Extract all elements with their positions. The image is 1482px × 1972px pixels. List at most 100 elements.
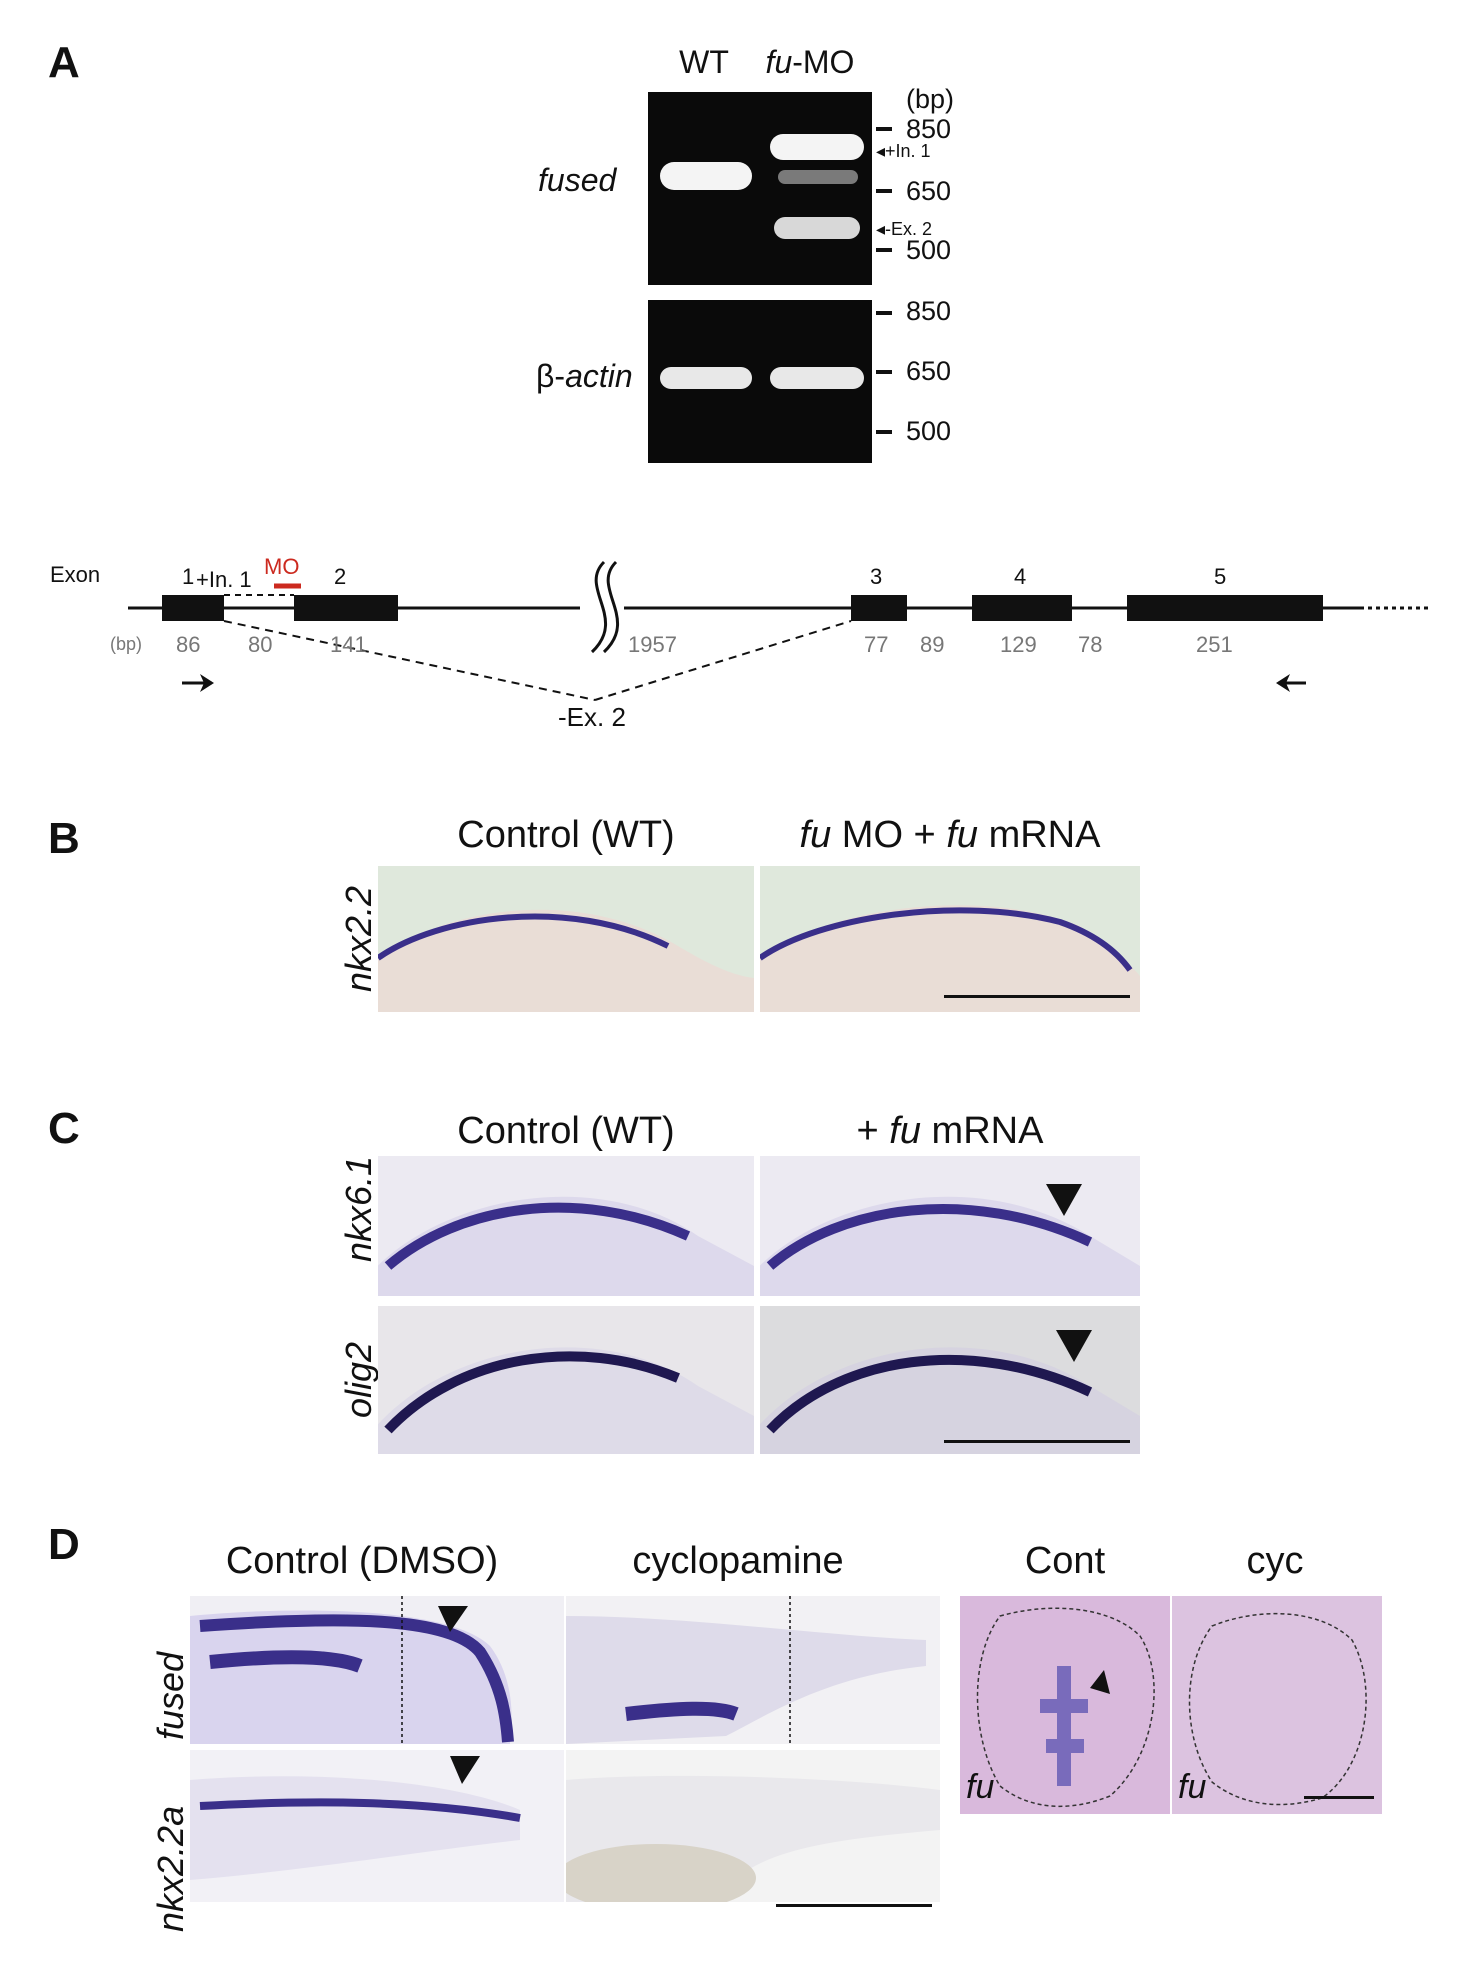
marker-500-top: 500 xyxy=(906,235,952,265)
embryo-body xyxy=(190,1610,512,1744)
embryo-body xyxy=(190,1776,520,1880)
arrowhead-icon xyxy=(1046,1184,1082,1216)
arrowhead-icon xyxy=(1090,1670,1110,1694)
section-image-cont: fu xyxy=(960,1596,1170,1814)
stain-gut xyxy=(209,1650,363,1673)
band-mo-actin xyxy=(770,367,864,389)
gene-actin-label: β-actin xyxy=(536,358,633,394)
stain-stripe xyxy=(199,1798,521,1822)
ex2-skip-dash-right xyxy=(594,620,852,701)
band-wt-actin xyxy=(660,367,752,389)
band-mo-in1 xyxy=(770,134,864,160)
band-mo-faint xyxy=(778,170,858,184)
band-wt-fused xyxy=(660,162,752,190)
section-image-cyc: fu xyxy=(1172,1596,1382,1814)
arrowhead-icon xyxy=(1056,1330,1092,1362)
section-outline xyxy=(976,1607,1155,1808)
gene-structure-diagram xyxy=(128,560,1430,701)
stain-stripe xyxy=(378,913,670,961)
panel-letter-c: C xyxy=(48,1104,80,1153)
band-ex2-label: ◂-Ex. 2 xyxy=(876,219,933,239)
mo-label: MO xyxy=(264,554,300,579)
size-label: 78 xyxy=(1078,632,1103,657)
section-outline xyxy=(1188,1612,1367,1806)
embryo-image-b-control xyxy=(378,866,754,1012)
band-in1-label: ◂+In. 1 xyxy=(876,141,931,161)
size-label: 80 xyxy=(248,632,273,657)
embryo-image-c-nkx61-control xyxy=(378,1156,754,1296)
gene-fused-label: fused xyxy=(538,162,617,198)
panel-b-col1-header: Control (WT) xyxy=(457,814,675,856)
break-symbol xyxy=(590,560,608,654)
scale-bar-c xyxy=(944,1440,1130,1443)
exon-word: Exon xyxy=(50,562,101,587)
scale-bar-d xyxy=(776,1904,932,1907)
exon-number-3: 3 xyxy=(870,564,883,589)
stain-stripe xyxy=(766,1354,1093,1434)
embryo-body xyxy=(760,905,1140,1012)
row-label-fused: fused xyxy=(150,1651,191,1740)
lane-mo-label: fu-MO xyxy=(765,44,855,80)
exon-4-box xyxy=(972,595,1072,621)
panel-b-col2-header: fu MO + fu mRNA xyxy=(799,814,1101,856)
marker-850-top: 850 xyxy=(906,114,952,144)
exon-2-box xyxy=(294,595,398,621)
gel-fused xyxy=(648,92,872,285)
embryo-image-c-olig2-control xyxy=(378,1306,754,1454)
embryo-image-d-nkx22a-cyc xyxy=(566,1750,940,1902)
in1-label: +In. 1 xyxy=(196,567,252,592)
ex2-skip-dash-left xyxy=(223,620,596,701)
band-mo-ex2 xyxy=(774,217,860,239)
forward-primer-arrow xyxy=(200,674,214,692)
marker-tick xyxy=(876,311,892,315)
marker-tick xyxy=(876,248,892,252)
stain-stripe xyxy=(384,1351,680,1434)
marker-850-bottom: 850 xyxy=(906,296,952,326)
embryo-body xyxy=(378,909,754,1012)
embryo-image-d-fused-cyc xyxy=(566,1596,940,1744)
section-label-fu: fu xyxy=(966,1768,995,1806)
ex2-label: -Ex. 2 xyxy=(558,702,626,732)
panel-d-col4-header: cyc xyxy=(1246,1540,1304,1582)
size-label: 1957 xyxy=(628,632,677,657)
lane-wt-label: WT xyxy=(679,44,729,80)
section-label-fu: fu xyxy=(1178,1768,1207,1806)
reverse-primer-arrow xyxy=(1276,674,1290,692)
row-label-olig2: olig2 xyxy=(338,1341,379,1418)
exon-number-5: 5 xyxy=(1214,564,1227,589)
exon-3-box xyxy=(851,595,907,621)
marker-tick xyxy=(876,189,892,193)
stain-stripe xyxy=(384,1202,691,1270)
embryo-image-c-olig2-mrna xyxy=(760,1306,1140,1454)
bp-unit-label: (bp) xyxy=(906,84,955,114)
size-label: 77 xyxy=(864,632,889,657)
size-label: 129 xyxy=(1000,632,1037,657)
stain-gut xyxy=(625,1701,739,1721)
size-label: 141 xyxy=(330,632,367,657)
panel-c-col1-header: Control (WT) xyxy=(457,1110,675,1152)
marker-500-bottom: 500 xyxy=(906,416,952,446)
panel-c-col2-header: + fu mRNA xyxy=(856,1110,1044,1152)
arrowhead-icon xyxy=(438,1606,468,1632)
embryo-image-b-rescue xyxy=(760,866,1140,1012)
embryo-image-d-nkx22a-dmso xyxy=(190,1750,564,1902)
bp-unit-diagram: (bp) xyxy=(110,634,143,654)
embryo-body xyxy=(378,1347,754,1454)
size-label: 89 xyxy=(920,632,945,657)
row-label-nkx6-1: nkx6.1 xyxy=(338,1155,379,1262)
panel-d-col1-header: Control (DMSO) xyxy=(225,1540,499,1582)
gel-actin xyxy=(648,300,872,463)
stain-stripe xyxy=(760,907,1133,972)
embryo-body xyxy=(566,1616,926,1744)
exon-1-box xyxy=(162,595,224,621)
arrowhead-icon xyxy=(450,1756,480,1784)
panel-d-col3-header: Cont xyxy=(1024,1540,1106,1582)
marker-tick xyxy=(876,127,892,131)
exon-5-box xyxy=(1127,595,1323,621)
exon-number-4: 4 xyxy=(1014,564,1027,589)
yolk xyxy=(566,1844,756,1902)
marker-tick xyxy=(876,370,892,374)
panel-letter-b: B xyxy=(48,814,80,863)
exon-number-1: 1 xyxy=(182,564,195,589)
row-label-nkx2-2: nkx2.2 xyxy=(338,885,379,992)
